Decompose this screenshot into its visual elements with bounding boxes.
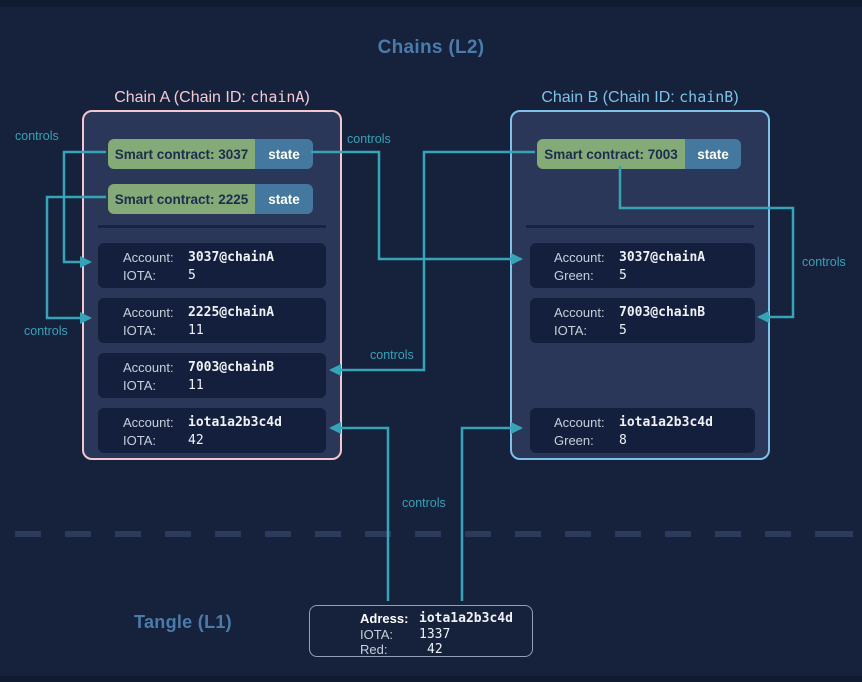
chains-l2-heading: Chains (L2) [377, 37, 485, 58]
chain-b-title-suffix: ) [733, 89, 739, 106]
controls-label-left-top: controls [15, 129, 59, 143]
balance-value: 5 [619, 268, 627, 283]
balance-value: 11 [188, 378, 204, 393]
account-value: iota1a2b3c4d [619, 415, 713, 430]
address-value: iota1a2b3c4d [419, 611, 513, 626]
address-label: Adress: [360, 611, 409, 626]
controls-label-l1: controls [402, 496, 446, 510]
chain-b-smart-contract-7003: Smart contract: 7003 state [537, 139, 741, 169]
chain-b-divider [526, 225, 754, 228]
balance-label: IOTA: [123, 433, 156, 448]
account-value: 7003@chainB [619, 305, 706, 320]
account-label: Account: [123, 360, 174, 375]
iota-value: 1337 [419, 626, 451, 642]
account-value: iota1a2b3c4d [188, 415, 282, 430]
chain-a-divider [98, 225, 326, 228]
account-label: Account: [123, 305, 174, 320]
arrow-sc3037-to-accountB1 [311, 150, 523, 265]
balance-label: IOTA: [123, 378, 156, 393]
iota-label: IOTA: [360, 626, 393, 642]
state-badge: state [255, 184, 313, 214]
balance-value: 42 [188, 433, 204, 448]
balance-value: 5 [619, 323, 627, 338]
account-label: Account: [554, 250, 605, 265]
account-label: Account: [554, 415, 605, 430]
chain-a-smart-contract-2225: Smart contract: 2225 state [108, 184, 313, 214]
chain-a-box: Smart contract: 3037 state Smart contrac… [82, 110, 342, 460]
chain-b-account-iota1a2b3c4d: Account: iota1a2b3c4d Green: 8 [530, 408, 755, 453]
chain-b-title-prefix: Chain B (Chain ID: [541, 89, 680, 106]
tangle-l1-heading: Tangle (L1) [134, 612, 232, 632]
chain-a-account-2225: Account: 2225@chainA IOTA: 11 [98, 298, 326, 343]
chain-b-account-7003: Account: 7003@chainB IOTA: 5 [530, 298, 755, 343]
smart-contract-label: Smart contract: 2225 [108, 184, 255, 214]
controls-label-left-bottom: controls [24, 324, 68, 338]
l1-address-box: Adress: iota1a2b3c4d IOTA: 1337 Red: 42 [309, 605, 533, 657]
account-value: 3037@chainA [619, 250, 706, 265]
state-badge: state [685, 139, 741, 169]
chain-a-account-3037: Account: 3037@chainA IOTA: 5 [98, 243, 326, 288]
balance-label: IOTA: [123, 323, 156, 338]
arrow-sc7003-to-accountA3 [329, 150, 535, 376]
smart-contract-label: Smart contract: 3037 [108, 139, 255, 169]
red-label: Red: [360, 642, 388, 657]
bottom-edge-strip [0, 676, 862, 682]
top-edge-strip [0, 0, 862, 7]
chain-a-title-suffix: ) [304, 89, 310, 106]
chain-a-title-prefix: Chain A (Chain ID: [114, 89, 251, 106]
controls-label-middle: controls [370, 348, 414, 362]
chain-a-title: Chain A (Chain ID: chainA) [82, 88, 342, 107]
balance-value: 8 [619, 433, 627, 448]
controls-label-right: controls [802, 255, 846, 269]
chain-a-account-iota1a2b3c4d: Account: iota1a2b3c4d IOTA: 42 [98, 408, 326, 453]
account-value: 7003@chainB [188, 360, 275, 375]
state-badge: state [255, 139, 313, 169]
balance-value: 5 [188, 268, 196, 283]
account-value: 2225@chainA [188, 305, 275, 320]
account-label: Account: [123, 415, 174, 430]
smart-contract-label: Smart contract: 7003 [537, 139, 685, 169]
chain-a-smart-contract-3037: Smart contract: 3037 state [108, 139, 313, 169]
chain-b-title: Chain B (Chain ID: chainB) [510, 88, 770, 107]
chain-b-id: chainB [679, 88, 734, 106]
chain-b-box: Smart contract: 7003 state Account: 3037@… [510, 110, 770, 460]
chain-a-id: chainA [250, 88, 305, 106]
controls-label-middle-top: controls [347, 132, 391, 146]
balance-value: 11 [188, 323, 204, 338]
balance-label: Green: [554, 268, 594, 283]
balance-label: IOTA: [123, 268, 156, 283]
red-value: 42 [427, 642, 443, 657]
chain-b-account-3037: Account: 3037@chainA Green: 5 [530, 243, 755, 288]
account-value: 3037@chainA [188, 250, 275, 265]
account-label: Account: [123, 250, 174, 265]
balance-label: Green: [554, 433, 594, 448]
account-label: Account: [554, 305, 605, 320]
chain-a-account-7003: Account: 7003@chainB IOTA: 11 [98, 353, 326, 398]
layer-separator-dashed-line [0, 531, 862, 537]
balance-label: IOTA: [554, 323, 587, 338]
